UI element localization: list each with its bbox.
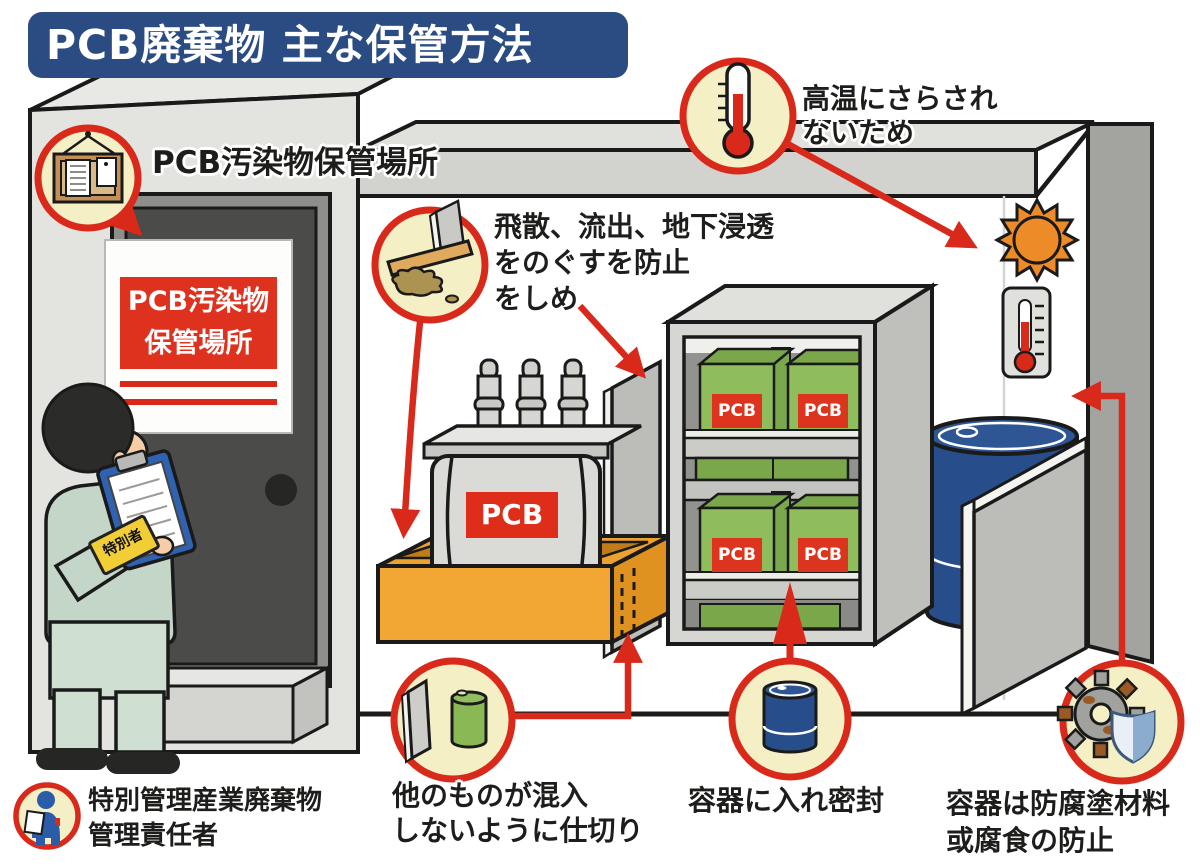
shelf-arrow bbox=[773, 582, 807, 658]
box-label: PCB bbox=[798, 394, 848, 428]
heat-callout bbox=[679, 57, 797, 175]
door-knob bbox=[265, 474, 297, 506]
drum-icon bbox=[762, 680, 818, 754]
partition-icon bbox=[400, 678, 488, 764]
manager-label-line2: 管理責任者 bbox=[88, 821, 219, 851]
worker-hair bbox=[41, 382, 135, 474]
box-label: PCB bbox=[798, 538, 848, 572]
manager-badge bbox=[13, 782, 81, 850]
partition-label-line1: 他のものが混入 bbox=[392, 779, 589, 812]
box-label: PCB bbox=[712, 538, 762, 572]
transformer-label: PCB bbox=[466, 492, 558, 538]
shield-icon bbox=[1110, 709, 1156, 764]
heat-label-line1: 高温にさらされ bbox=[802, 82, 998, 115]
storage-area-heading: PCB汚染物保管場所 bbox=[152, 145, 439, 181]
spill-label-line1: 飛散、流出、地下浸透 bbox=[494, 210, 775, 243]
sun-icon bbox=[993, 196, 1081, 284]
notice-board-callout bbox=[34, 124, 142, 232]
containment-tray-front bbox=[376, 532, 672, 646]
door-sign-line2: 保管場所 bbox=[144, 328, 253, 359]
page-title: PCB廃棄物 主な保管方法 bbox=[28, 12, 628, 78]
corrosion-label-line1: 容器は防腐塗材料 bbox=[946, 787, 1171, 820]
thermometer-icon bbox=[718, 62, 754, 159]
spill-label-line3: をしめ bbox=[494, 282, 579, 315]
corrosion-callout bbox=[1056, 659, 1185, 785]
partition-callout bbox=[390, 657, 516, 783]
wall-thermometer-icon bbox=[1001, 286, 1052, 379]
storage-shelf bbox=[661, 282, 939, 648]
sealed-label: 容器に入れ密封 bbox=[688, 784, 885, 817]
door-sign-line1: PCB汚染物 bbox=[127, 286, 270, 317]
spill-icon bbox=[386, 199, 474, 304]
door-sign: PCB汚染物 保管場所 bbox=[120, 277, 277, 369]
spill-callout bbox=[371, 199, 489, 324]
partition-label-line2: しないように仕切り bbox=[392, 814, 644, 847]
notice-board-icon bbox=[52, 131, 124, 204]
manager-icon bbox=[23, 791, 60, 845]
transformer-bushings bbox=[473, 358, 589, 433]
spill-label-line2: をのぐすを防止 bbox=[494, 246, 691, 279]
manager-label-line1: 特別管理産業廃棄物 bbox=[88, 786, 323, 816]
partition-panel-right bbox=[960, 435, 1088, 717]
corrosion-label-line2: 或腐食の防止 bbox=[946, 824, 1115, 857]
box-label: PCB bbox=[712, 394, 762, 428]
heat-label-line2: ないため bbox=[802, 116, 915, 149]
sealed-callout bbox=[728, 657, 852, 781]
callout-arrows bbox=[110, 140, 1126, 720]
